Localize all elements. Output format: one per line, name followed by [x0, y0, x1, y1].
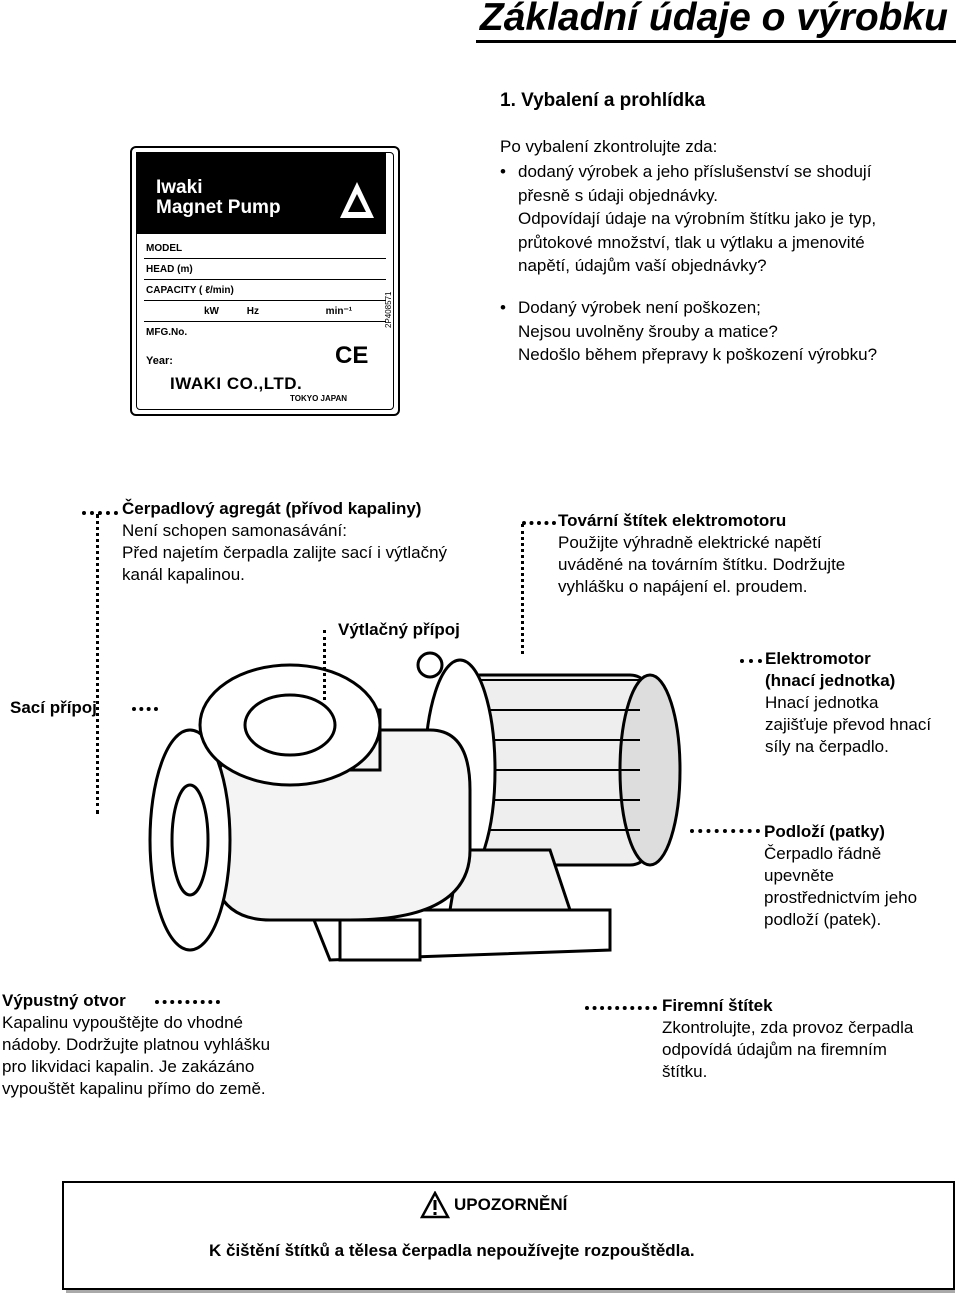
nameplate-row: MFG.No.	[146, 327, 188, 338]
callout-line: štítku.	[662, 1062, 708, 1081]
callout-line: síly na čerpadlo.	[765, 737, 889, 756]
bullet-line: přesně s údaji objednávky.	[518, 185, 719, 205]
warning-title: UPOZORNĚNÍ	[454, 1195, 568, 1214]
callout-line: Před najetím čerpadla zalijte sací i výt…	[122, 543, 448, 562]
bullet-line: napětí, údajům vaší objednávky?	[518, 256, 767, 275]
leader-line	[96, 514, 99, 814]
callout-line: vypouštět kapalinu přímo do země.	[2, 1079, 266, 1098]
callout-heading: Elektromotor	[765, 649, 871, 668]
callout-heading: Tovární štítek elektromotoru	[558, 511, 787, 530]
ce-mark: CE	[335, 342, 369, 369]
nameplate-year: Year:	[146, 355, 173, 367]
callout-pump-unit: Čerpadlový agregát (přívod kapaliny) Nen…	[122, 498, 447, 586]
nameplate-fields: MODEL HEAD (m) CAPACITY ( ℓ/min) kW Hz m…	[144, 238, 386, 342]
leader-line	[740, 659, 762, 663]
warning-box: UPOZORNĚNÍ K čištění štítků a tělesa čer…	[62, 1181, 955, 1290]
bullet-line: Dodaný výrobek není poškozen;	[518, 298, 761, 317]
callout-heading: Sací přípoj	[10, 698, 97, 717]
callout-line: Zkontrolujte, zda provoz čerpadla	[662, 1018, 914, 1037]
brand-line: Iwaki	[156, 177, 203, 198]
nameplate-header	[136, 152, 386, 234]
nameplate-row: kW Hz min⁻¹	[144, 301, 386, 322]
callout-line: vyhlášku o napájení el. proudem.	[558, 577, 808, 596]
callout-motor: Elektromotor (hnací jednotka) Hnací jedn…	[765, 648, 931, 758]
iwaki-logo-icon	[340, 182, 374, 218]
leader-line	[521, 524, 524, 654]
callout-heading: Výpustný otvor	[2, 991, 126, 1010]
bullet-line: Nedošlo během přepravy k poškození výrob…	[518, 345, 878, 364]
nameplate-row: CAPACITY ( ℓ/min)	[144, 280, 386, 301]
nameplate-code: 2P408571	[384, 291, 393, 328]
callout-discharge: Výtlačný přípoj	[338, 619, 460, 641]
leader-line	[585, 1006, 657, 1010]
leader-line	[82, 511, 118, 515]
leader-line	[690, 829, 760, 833]
bullet-line: Nejsou uvolněny šrouby a matice?	[518, 321, 778, 341]
callout-heading: Firemní štítek	[662, 996, 773, 1015]
section-heading: 1. Vybalení a prohlídka	[500, 90, 706, 111]
callout-line: pro likvidaci kapalin. Je zakázáno	[2, 1057, 255, 1076]
pump-illustration	[148, 651, 682, 962]
leader-line	[323, 630, 326, 700]
bullet-line: dodaný výrobek a jeho příslušenství se s…	[518, 162, 872, 181]
callout-line: Kapalinu vypouštějte do vhodné	[2, 1013, 244, 1032]
callout-line: uváděné na továrním štítku. Dodržujte	[558, 555, 846, 574]
checklist-intro: Po vybalení zkontrolujte zda:	[500, 137, 718, 156]
brand-line: Magnet Pump	[156, 197, 281, 218]
callout-line: Není schopen samonasávání:	[122, 521, 347, 540]
callout-line: podloží (patek).	[764, 910, 882, 929]
bullet-dot-icon: •	[500, 162, 506, 181]
callout-suction: Sací přípoj	[10, 697, 97, 719]
bullet-line: průtokové množství, tlak u výtlaku a jme…	[518, 232, 865, 252]
callout-company-plate: Firemní štítek Zkontrolujte, zda provoz …	[662, 995, 913, 1083]
page-title: Základní údaje o výrobku	[479, 0, 948, 39]
nameplate: Iwaki Magnet Pump MODEL HEAD (m) CAPACIT…	[130, 146, 400, 416]
callout-line: zajišťuje převod hnací	[765, 715, 932, 734]
bullet-dot-icon: •	[500, 298, 506, 317]
nameplate-brand: Iwaki Magnet Pump	[156, 178, 281, 218]
nameplate-row: MODEL	[144, 238, 386, 259]
leader-line	[522, 521, 556, 525]
callout-line: Hnací jednotka	[765, 693, 879, 712]
nameplate-company: IWAKI CO.,LTD.	[170, 374, 303, 393]
nameplate-location: TOKYO JAPAN	[290, 394, 348, 403]
callout-line: Použijte výhradně elektrické napětí	[558, 533, 822, 552]
warning-triangle-icon	[420, 1191, 450, 1219]
callout-base: Podloží (patky) Čerpadlo řádně upevněte …	[764, 821, 917, 931]
callout-line: nádoby. Dodržujte platnou vyhlášku	[2, 1035, 271, 1054]
callout-line: Čerpadlo řádně	[764, 844, 882, 863]
callout-motor-plate: Tovární štítek elektromotoru Použijte vý…	[558, 510, 845, 598]
callout-heading: Čerpadlový agregát (přívod kapaliny)	[122, 499, 422, 518]
warning-text: K čištění štítků a tělesa čerpadla nepou…	[209, 1241, 695, 1260]
leader-line	[155, 1000, 220, 1004]
callout-line: odpovídá údajům na firemním	[662, 1040, 887, 1059]
title-underline	[476, 40, 956, 43]
callout-drain: Výpustný otvor Kapalinu vypouštějte do v…	[2, 990, 270, 1100]
callout-line: upevněte	[764, 866, 834, 885]
callout-heading: Výtlačný přípoj	[338, 620, 460, 639]
bullet-line: Odpovídají údaje na výrobním štítku jako…	[518, 209, 877, 228]
callout-line: kanál kapalinou.	[122, 565, 245, 584]
nameplate-row: HEAD (m)	[144, 259, 386, 280]
callout-line: prostřednictvím jeho	[764, 888, 918, 907]
callout-heading: (hnací jednotka)	[765, 671, 896, 690]
leader-line	[132, 707, 158, 711]
callout-heading: Podloží (patky)	[764, 822, 885, 841]
